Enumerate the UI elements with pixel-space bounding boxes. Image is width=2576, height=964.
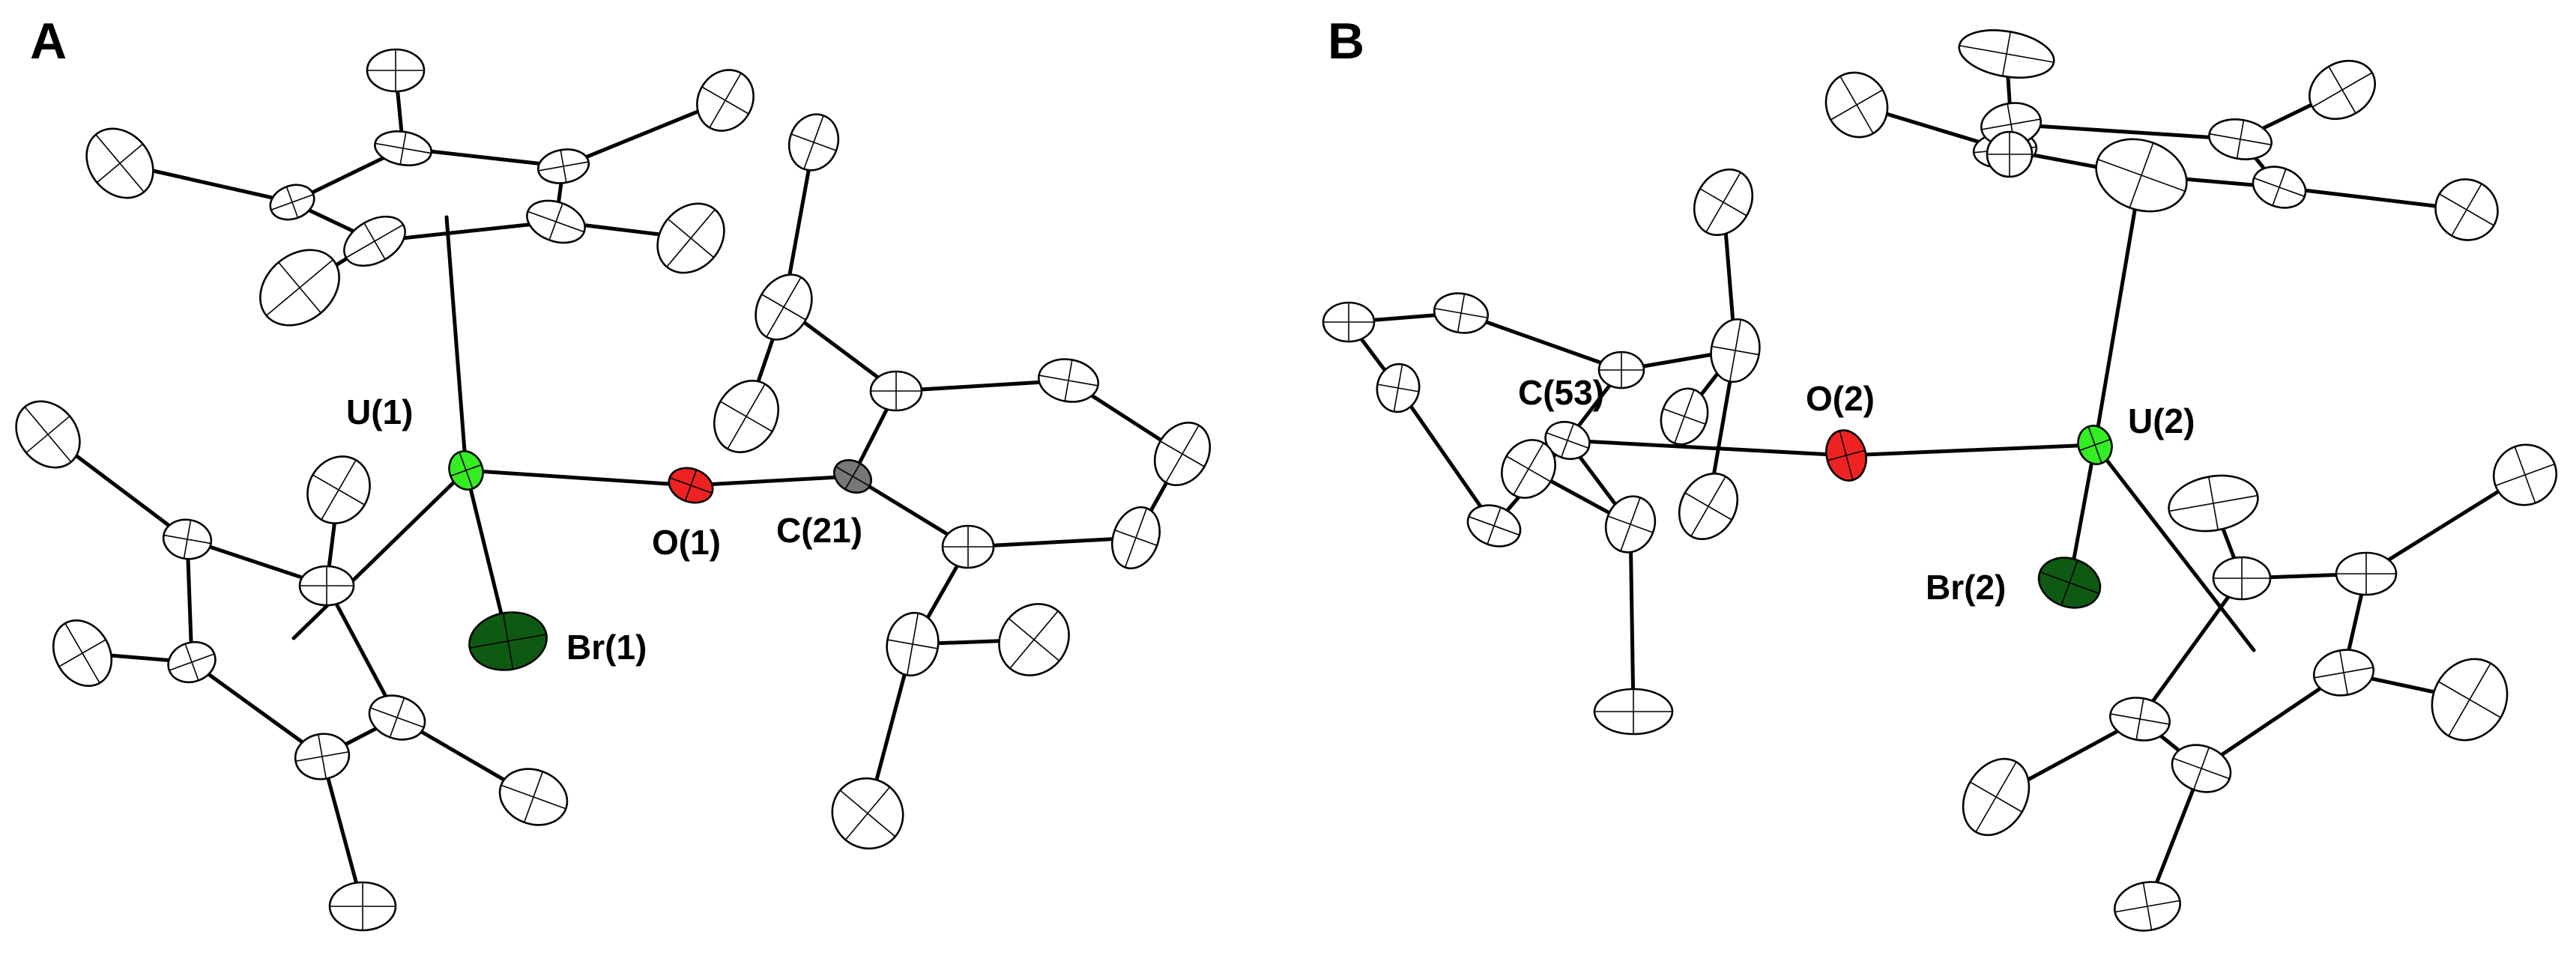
atom-b_c58 [1466,504,1522,548]
atom-layer [15,29,2558,932]
atom-a_s1 [162,518,213,560]
bond-2 [464,468,693,488]
atom-a_c23 [1038,358,1099,403]
atom-b_i2m2 [1501,439,1556,499]
label-c53: C(53) [1518,373,1604,412]
atom-br2 [2037,557,2102,609]
bond-39 [1844,443,2097,458]
atom-a_n5 [52,619,113,688]
label-u1: U(1) [346,392,413,431]
atom-a_m5 [259,249,340,327]
bond-29 [966,536,1138,549]
label-c21: C(21) [776,511,862,550]
atom-b_i1 [1710,318,1761,384]
atom-b_n2 [2492,443,2558,506]
bond-66 [1396,386,1496,528]
atom-b_c54 [1597,351,1645,389]
bond-1 [291,468,468,640]
atom-u2 [2077,425,2113,465]
label-br1: Br(1) [566,628,647,667]
bond-45 [2009,122,2243,142]
atom-b_m3 [2434,178,2499,241]
atom-b_i1m2 [1678,472,1739,541]
atom-a_n1 [15,400,81,469]
atom-a_r5 [343,215,406,267]
atom-a_i2m1 [998,603,1070,676]
atom-b_i2 [1604,495,1657,554]
atom-o1 [668,467,714,504]
atom-b_c57 [1376,363,1421,413]
atom-a_r3 [536,148,590,184]
atom-b_r2 [2208,118,2273,160]
bond-18 [190,660,324,759]
label-o1: O(1) [652,523,721,562]
bond-37 [2093,178,2142,447]
atom-o2 [1825,429,1867,482]
atom-a_s5 [167,640,217,684]
atom-a_s4 [294,733,351,780]
atom-a_m4 [656,202,725,274]
atom-a_r4 [526,199,586,244]
bond-38 [2093,443,2256,652]
atom-b_s1 [2212,556,2272,601]
atom-c21 [833,459,872,494]
atom-b_i2m1 [1593,688,1674,736]
atom-a_n4 [328,881,397,932]
atom-b_m2 [2308,59,2377,121]
atom-a_m3 [696,69,755,132]
atom-a_s3 [368,694,426,741]
atom-a_i1m2 [713,380,780,453]
panel-b-letter: B [1328,13,1364,70]
label-u2: U(2) [2128,401,2195,440]
atom-a_n2 [306,455,371,524]
atom-a_s2 [298,565,355,607]
atom-a_i1m1 [787,113,840,172]
bond-63 [1459,311,1624,372]
atom-b_m1 [1958,29,2055,79]
atom-u1 [448,450,484,491]
atom-a_c22 [869,370,923,412]
atom-b_r3 [2252,166,2307,209]
bond-23 [320,754,365,909]
atom-a_c25 [1111,506,1161,570]
atom-a_n3 [498,768,569,826]
atom-a_r2 [374,130,432,166]
bond-4 [689,474,855,488]
atom-b_n1 [2168,474,2259,533]
atom-a_i1 [755,273,813,341]
label-br2: Br(2) [1926,568,2006,607]
atom-b_m5 [1986,130,2034,178]
atom-b_s2 [2335,551,2398,596]
atom-b_n3 [2431,658,2509,742]
atom-b_c56 [1322,301,1376,343]
bond-41 [1565,438,1848,458]
bond-72 [1628,522,1636,714]
atom-b_s3 [2312,649,2375,697]
atom-a_c26 [941,524,995,569]
atom-b_s5 [2109,697,2171,742]
atom-a_i2 [886,611,940,677]
atom-b_i1m1 [1693,168,1754,237]
atom-b_s4 [2171,744,2232,793]
atom-b_m4 [1824,71,1889,139]
bond-0 [444,215,468,473]
atom-b_r4 [2095,138,2188,213]
atom-a_r1 [269,184,315,221]
atom-a_c24 [1153,421,1212,487]
atom-a_m2 [366,48,426,93]
atom-a_i2m2 [831,777,904,850]
label-o2: O(2) [1806,379,1875,418]
atom-b_c55 [1433,292,1490,334]
panel-a-letter: A [30,13,67,70]
atom-a_m1 [85,127,154,199]
atom-br1 [468,611,548,671]
label-layer: A B U(1) O(1) C(21) Br(1) C(53) O(2) U(2… [30,13,2195,667]
atom-c53 [1544,420,1591,461]
atom-b_i1b [1660,387,1709,446]
bond-56 [2138,576,2244,721]
atom-b_n5 [1962,757,2031,837]
atom-b_n4 [2114,881,2181,932]
